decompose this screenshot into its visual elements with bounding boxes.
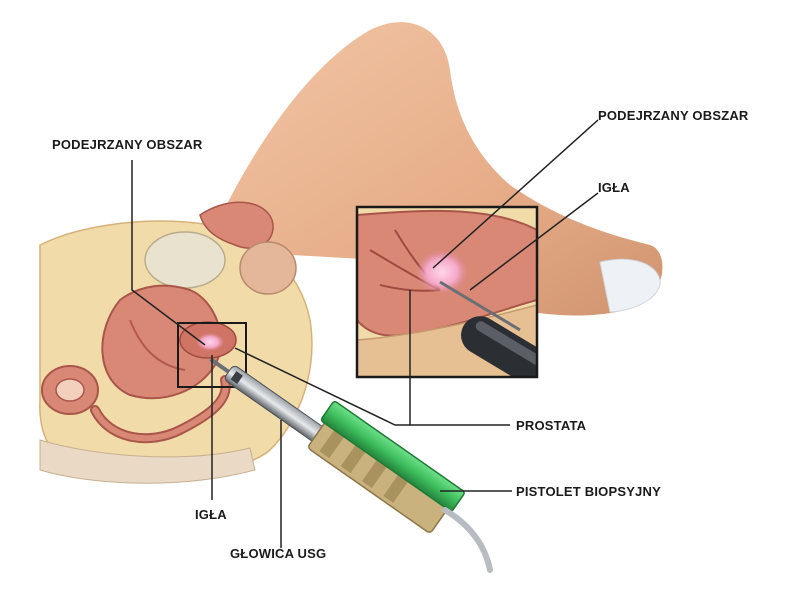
pelvis-cross-section <box>39 201 313 484</box>
leader-prostate-main <box>234 347 410 426</box>
leader-needle-right <box>469 192 599 291</box>
label-prostate: PROSTATA <box>516 418 587 433</box>
inset-magnified-view <box>355 205 539 379</box>
label-biopsy-gun: PISTOLET BIOPSYJNY <box>516 484 661 499</box>
label-needle-left: IGŁA <box>195 507 227 522</box>
usg-probe-and-gun <box>209 357 493 573</box>
label-suspect-area-right: PODEJRZANY OBSZAR <box>598 108 749 123</box>
label-suspect-area-left: PODEJRZANY OBSZAR <box>52 137 203 152</box>
leader-suspect-left <box>131 160 206 346</box>
leader-suspect-right <box>432 119 599 269</box>
leader-lines <box>131 119 599 548</box>
label-needle-right: IGŁA <box>598 180 630 195</box>
label-usg-probe: GŁOWICA USG <box>230 546 327 561</box>
